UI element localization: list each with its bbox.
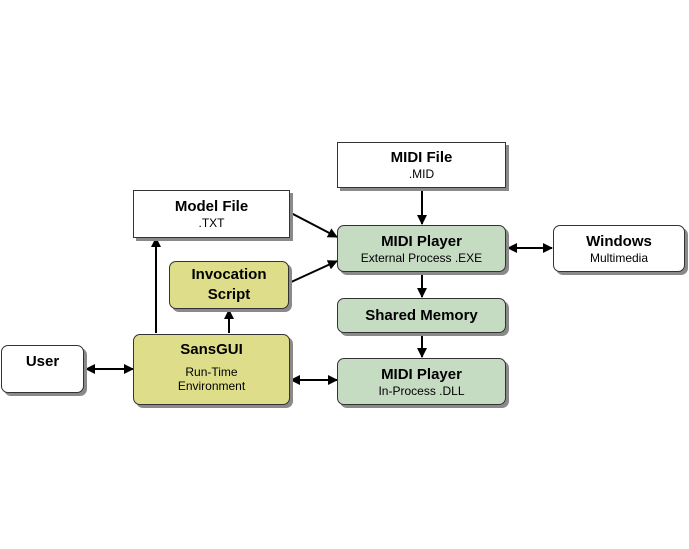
node-shared-memory: Shared Memory xyxy=(337,298,506,333)
edge-script-to-player xyxy=(288,260,338,284)
node-subtitle-line2: Environment xyxy=(177,379,246,393)
node-label: Shared Memory xyxy=(365,306,478,324)
node-subtitle: .MID xyxy=(408,167,435,181)
node-label: SansGUI xyxy=(180,341,243,358)
node-model-file: Model File .TXT xyxy=(133,190,290,238)
node-subtitle-line1: Run-Time xyxy=(185,365,238,379)
node-label: MIDI Player xyxy=(381,365,462,383)
node-label-line2: Script xyxy=(207,286,251,303)
node-label: Windows xyxy=(586,232,652,250)
node-windows: Windows Multimedia xyxy=(553,225,685,272)
node-user: User xyxy=(1,345,84,393)
node-label: MIDI Player xyxy=(381,232,462,250)
node-label-line1: Invocation xyxy=(191,266,267,283)
node-midi-player-dll: MIDI Player In-Process .DLL xyxy=(337,358,506,405)
node-label: MIDI File xyxy=(390,149,453,166)
node-midi-player-exe: MIDI Player External Process .EXE xyxy=(337,225,506,272)
node-label: User xyxy=(25,353,60,370)
edge-model-to-player xyxy=(290,212,338,238)
node-subtitle: Multimedia xyxy=(589,250,649,265)
node-invocation-script: Invocation Script xyxy=(169,261,289,309)
node-subtitle: External Process .EXE xyxy=(360,250,483,265)
node-sansgui: SansGUI Run-Time Environment xyxy=(133,334,290,405)
node-subtitle: .TXT xyxy=(198,216,225,230)
node-subtitle: In-Process .DLL xyxy=(378,383,465,398)
node-label: Model File xyxy=(174,198,249,215)
node-midi-file: MIDI File .MID xyxy=(337,142,506,188)
